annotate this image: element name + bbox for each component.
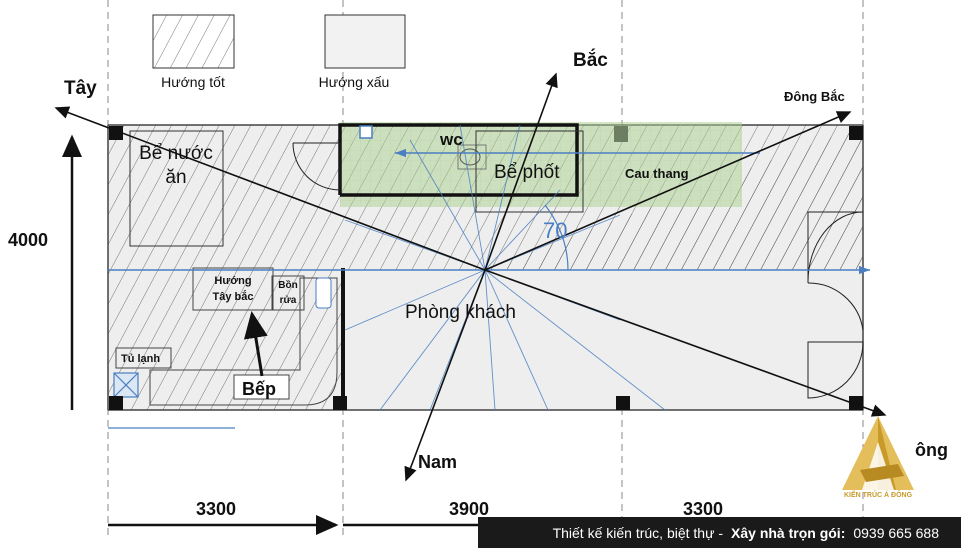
septic-tank xyxy=(475,130,584,213)
wc-door xyxy=(359,125,373,139)
kitchen-direction-label-1: Hướng xyxy=(214,275,251,287)
width-dimension-1: 3300 xyxy=(196,499,236,519)
company-logo xyxy=(842,416,914,490)
compass-northeast: Đông Bắc xyxy=(784,89,845,104)
toilet-icon xyxy=(459,148,481,166)
footer-banner: Thiết kế kiến trúc, biệt thự - Xây nhà t… xyxy=(478,517,961,548)
angle-label: 70 xyxy=(543,218,567,243)
legend-bad-swatch xyxy=(324,14,406,69)
living-room-label: Phòng khách xyxy=(405,302,516,323)
sink-label-2: rửa xyxy=(280,295,297,306)
compass-north: Bắc xyxy=(573,49,608,71)
kitchen-pointer xyxy=(243,311,268,377)
footer-lead: Thiết kế kiến trúc, biệt thự - xyxy=(552,524,724,541)
compass-lines xyxy=(54,72,887,482)
width-dimension-3: 3300 xyxy=(683,499,723,519)
sink-icon xyxy=(315,277,332,309)
compass-south: Nam xyxy=(418,452,457,472)
logo-text: KIẾN TRÚC Á ĐÔNG xyxy=(843,492,913,499)
footer-bold: Xây nhà trọn gói: xyxy=(731,524,846,541)
legend-good-label: Hướng tốt xyxy=(161,74,225,90)
legend-good-swatch xyxy=(152,14,235,69)
water-tank-label-1: Bể nước xyxy=(139,143,213,164)
kitchen-counter xyxy=(115,267,338,406)
compass-west: Tây xyxy=(64,78,97,99)
compass-east: ông xyxy=(915,440,948,460)
kitchen-direction-label-2: Tây bắc xyxy=(213,290,254,303)
footer-phone[interactable]: 0939 665 688 xyxy=(853,524,939,541)
kitchen-label: Bếp xyxy=(242,379,276,399)
legend-bad-label: Hướng xấu xyxy=(319,74,390,90)
sink-label-1: Bồn xyxy=(278,279,297,291)
stairs-label: Cau thang xyxy=(625,166,689,181)
wc-label: wc xyxy=(439,130,463,149)
water-tank-label-2: ăn xyxy=(165,167,186,188)
septic-label: Bể phốt xyxy=(494,162,560,183)
width-dimension-2: 3900 xyxy=(449,499,489,519)
water-tank xyxy=(129,130,224,247)
fridge-label: Tủ lạnh xyxy=(121,353,160,365)
legend: Hướng tốt Hướng xấu xyxy=(152,14,406,90)
height-dimension: 4000 xyxy=(8,230,48,250)
